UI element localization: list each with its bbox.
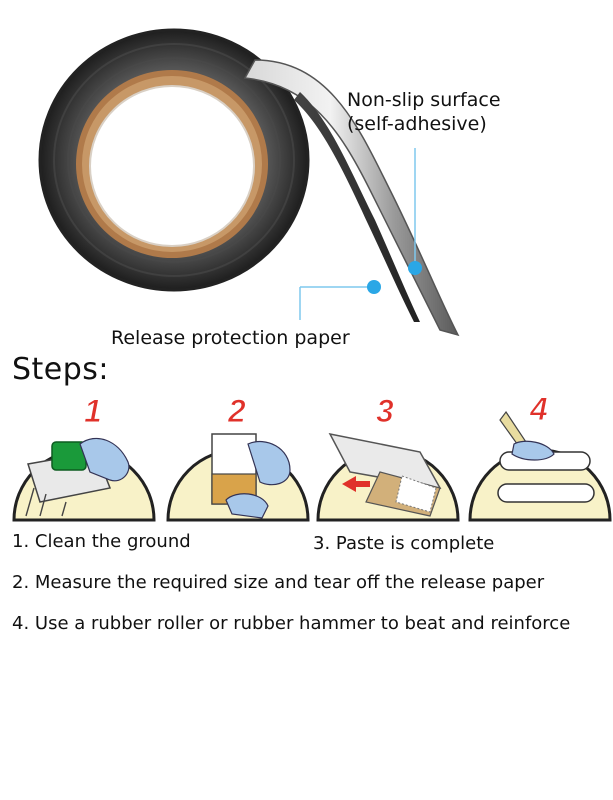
step-3-caption: 3. Paste is complete [313,533,495,554]
step-2-icon: 2 [166,393,310,522]
step-2-caption: 2. Measure the required size and tear of… [12,572,545,593]
step-3-icon: 3 [316,393,460,522]
steps-heading: Steps: [12,352,110,387]
step-1-caption: 1. Clean the ground [12,531,191,552]
surface-label-line2: (self-adhesive) [347,113,487,135]
release-paper-label: Release protection paper [111,327,350,349]
callout-surface [408,148,422,275]
step-4-caption: 4. Use a rubber roller or rubber hammer … [12,613,571,634]
surface-label-line1: Non-slip surface [347,89,501,111]
step-icons: 1 2 3 4 [12,392,612,522]
tape-roll-illustration [38,28,460,337]
step-3-number: 3 [376,393,394,429]
step-4-icon: 4 [468,392,612,522]
step-4-number: 4 [529,392,548,427]
callout-release [299,280,381,320]
step-2-number: 2 [227,393,246,429]
step-1-number: 1 [84,393,102,429]
step-1-icon: 1 [12,393,156,522]
tape-strip [243,59,460,337]
tape-roll [38,28,310,292]
